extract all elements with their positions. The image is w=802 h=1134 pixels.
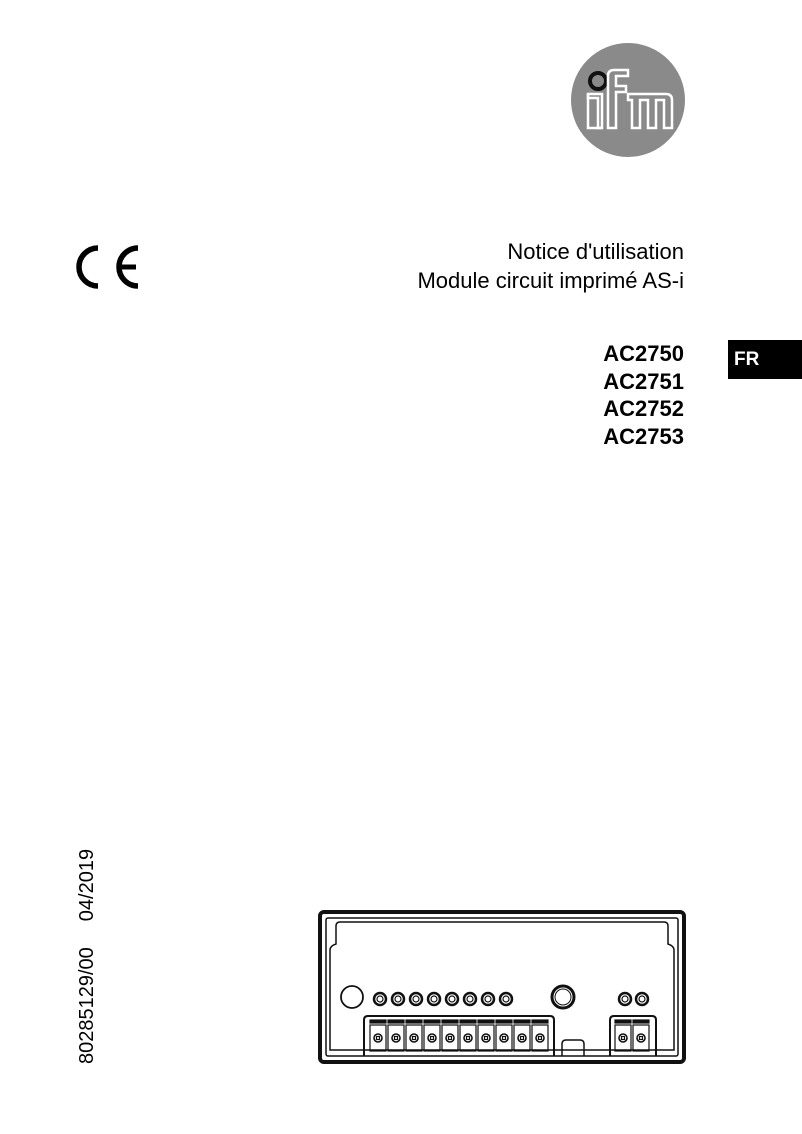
document-title: Notice d'utilisation Module circuit impr…	[417, 237, 684, 295]
ce-mark	[72, 244, 142, 290]
model-number: AC2750	[603, 341, 684, 366]
ce-mark-icon	[76, 245, 139, 289]
document-number: 80285129/00	[76, 947, 98, 1064]
model-number: AC2752	[603, 396, 684, 421]
ifm-logo	[570, 42, 686, 158]
ifm-logo-icon	[571, 43, 685, 157]
language-tab: FR	[728, 340, 802, 379]
document-info: 80285129/00 04/2019	[76, 849, 98, 1064]
title-line-2: Module circuit imprimé AS-i	[417, 268, 684, 293]
model-list: AC2750 AC2751 AC2752 AC2753	[603, 340, 684, 450]
model-number: AC2753	[603, 423, 684, 449]
pcb-module-front-view-icon	[318, 910, 686, 1064]
document-date: 04/2019	[76, 848, 98, 922]
device-drawing	[318, 910, 686, 1064]
title-line-1: Notice d'utilisation	[507, 239, 684, 264]
model-number: AC2751	[603, 368, 684, 394]
